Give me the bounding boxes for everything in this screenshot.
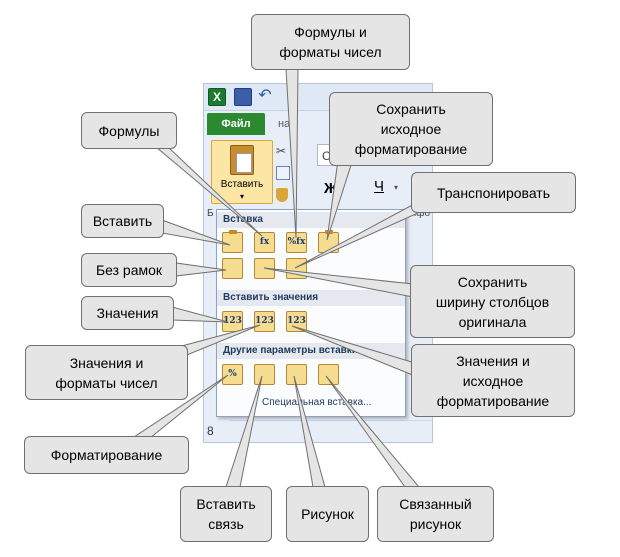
linked-picture-icon[interactable] [318, 364, 339, 385]
values-source-formatting-icon[interactable]: 123 [286, 311, 307, 332]
callout-keep-column-widths: Сохранить ширину столбцов оригинала [410, 265, 575, 338]
leader-values [171, 306, 229, 323]
copy-icon[interactable] [276, 166, 290, 180]
paste-options-menu: Вставка fx %fx Вставить значения 123 123… [216, 209, 406, 417]
gridline [230, 420, 432, 421]
paste-special-link[interactable]: Специальная вставка... [262, 397, 372, 408]
leader-keep-column-widths [263, 267, 414, 298]
row-header-8: 8 [207, 424, 214, 438]
leader-linked-picture [325, 375, 421, 488]
callout-values-number-formats: Значения и форматы чисел [25, 345, 188, 400]
callout-formulas: Формулы [81, 112, 177, 149]
leader-transpose [294, 202, 419, 269]
scissors-icon[interactable]: ✂ [276, 144, 287, 158]
leader-paste [161, 219, 231, 246]
callout-values-source-formatting: Значения и исходное форматирование [411, 344, 575, 417]
leader-picture [293, 375, 326, 488]
paste-button[interactable]: Вставить ▾ [211, 140, 273, 204]
callout-keep-source-formatting: Сохранить исходное форматирование [329, 92, 493, 166]
paste-formatting-icon[interactable]: % [222, 364, 243, 385]
callout-formulas-number-formats: Формулы и форматы чисел [251, 14, 410, 70]
leader-keep-source-formatting [326, 159, 353, 241]
tab-file[interactable]: Файл [207, 113, 265, 135]
excel-logo-icon: X [208, 88, 226, 106]
callout-picture: Рисунок [286, 486, 369, 542]
no-borders-icon[interactable] [222, 258, 243, 279]
leader-values-number-formats [177, 324, 261, 358]
callout-paste: Вставить [81, 204, 164, 238]
callout-formatting: Форматирование [24, 436, 189, 474]
save-icon[interactable] [234, 88, 252, 106]
underline-button[interactable]: Ч [374, 178, 384, 195]
chevron-down-icon[interactable]: ▾ [394, 183, 399, 192]
paste-button-label: Вставить [220, 179, 264, 190]
callout-linked-picture: Связанный рисунок [377, 486, 494, 542]
chevron-down-icon: ▾ [239, 192, 244, 201]
callout-paste-link: Вставить связь [180, 486, 272, 542]
leader-paste-link [225, 375, 263, 488]
callout-no-borders: Без рамок [81, 253, 177, 287]
quick-access-toolbar: X ↶ [204, 84, 432, 111]
leader-formulas-number-formats [285, 68, 299, 239]
undo-icon[interactable]: ↶ [258, 87, 272, 104]
callout-transpose: Транспонировать [411, 172, 576, 213]
paste-link-icon[interactable] [254, 364, 275, 385]
values-number-formats-icon[interactable]: 123 [254, 311, 275, 332]
leader-formulas [154, 146, 263, 237]
leader-values-source-formatting [291, 325, 416, 377]
leader-no-borders [175, 262, 227, 277]
callout-values: Значения [81, 296, 174, 330]
group-label-fragment: ифо [410, 208, 430, 219]
paste-formulas-icon[interactable]: fx [254, 232, 275, 253]
clipboard-icon [230, 145, 254, 175]
menu-section-values: Вставить значения [217, 290, 405, 306]
group-label-fragment: Б [207, 208, 214, 219]
format-painter-icon[interactable] [276, 188, 288, 202]
